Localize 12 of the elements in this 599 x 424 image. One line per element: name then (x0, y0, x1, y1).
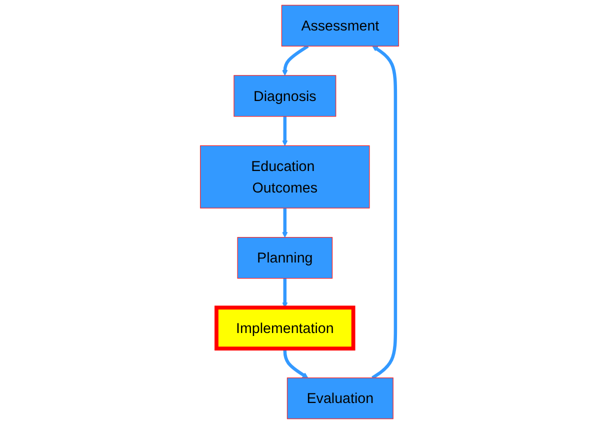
arrow (282, 278, 288, 308)
node-box: Implementation (214, 306, 356, 351)
arrow (282, 44, 309, 76)
arrow (372, 46, 398, 380)
arrow (282, 116, 288, 146)
arrow (282, 208, 288, 238)
node-box: Diagnosis (234, 75, 336, 117)
node-box: Evaluation (286, 378, 394, 420)
node-box: Assessment (281, 4, 399, 46)
arrow (283, 348, 308, 378)
node-box: Planning (237, 237, 333, 279)
node-box: Education Outcomes (200, 145, 370, 208)
